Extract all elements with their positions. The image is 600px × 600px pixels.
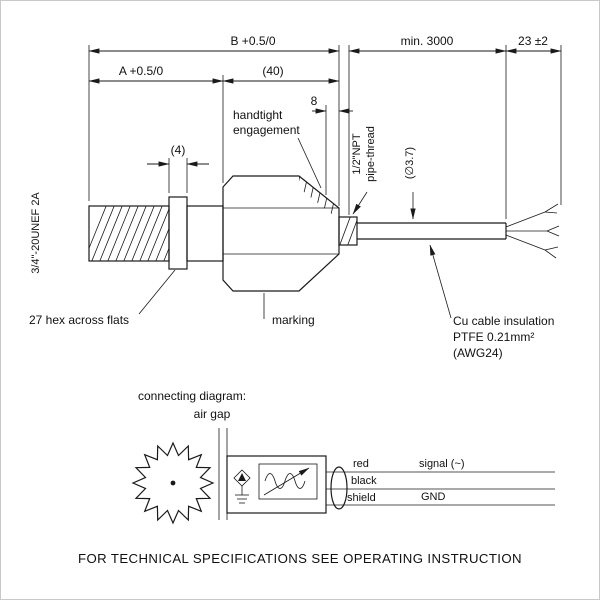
sensor-element-mark	[238, 473, 246, 481]
cable-insulation-label-line3: (AWG24)	[453, 346, 503, 360]
dim-a-label: A +0.5/0	[119, 64, 164, 78]
threaded-section	[88, 205, 170, 262]
gear-center-mark	[170, 480, 176, 486]
connecting-diagram	[131, 428, 555, 525]
dim-4-label: (4)	[171, 143, 186, 157]
npt-thread-label-line2: pipe-thread	[365, 126, 377, 182]
signal-label: signal (~)	[419, 458, 465, 470]
cable	[357, 203, 560, 259]
connecting-diagram-title: connecting diagram:	[138, 389, 246, 403]
gear-wheel	[131, 441, 215, 525]
leader-lines	[138, 137, 452, 319]
ground-symbol	[235, 486, 249, 504]
dim-23-label: 23 ±2	[518, 34, 548, 48]
cable-diameter-label: (∅3.7)	[404, 147, 416, 179]
thread-hatching	[89, 206, 169, 261]
dim-8-label: 8	[311, 94, 318, 108]
hex-jam-nut	[168, 196, 188, 270]
sensor-electronics-box	[226, 455, 327, 514]
cable-insulation-label-line2: PTFE 0.21mm²	[453, 330, 534, 344]
wire-red-label: red	[353, 458, 369, 470]
extension-lines	[88, 45, 562, 219]
hex-flats-label: 27 hex across flats	[29, 313, 129, 327]
npt-thread-hatching	[299, 176, 339, 220]
sine-wave-symbol	[264, 473, 306, 489]
cable-cross-section	[330, 466, 348, 510]
dim-min3000-label: min. 3000	[401, 34, 454, 48]
oscillator-block	[258, 463, 318, 500]
wire-black-label: black	[351, 475, 377, 487]
npt-thread-label-line1: 1/2"NPT	[351, 133, 363, 174]
sensor-body	[88, 175, 358, 292]
dimension-lines	[88, 48, 562, 167]
hex-housing	[222, 175, 340, 292]
handtight-label-line1: handtight	[233, 108, 283, 122]
stripped-wires	[505, 203, 560, 259]
adjust-arrow	[263, 467, 310, 496]
dim-40-label: (40)	[262, 64, 283, 78]
dim-b-label: B +0.5/0	[230, 34, 275, 48]
handtight-label-line2: engagement	[233, 123, 300, 137]
gnd-label: GND	[421, 491, 446, 503]
footer-note: FOR TECHNICAL SPECIFICATIONS SEE OPERATI…	[78, 551, 522, 566]
wire-shield-label: shield	[347, 492, 376, 504]
stub-hatching	[339, 217, 357, 245]
air-gap-label: air gap	[194, 407, 231, 421]
marking-label: marking	[272, 313, 315, 327]
collar-section	[186, 205, 224, 262]
cable-insulation-label-line1: Cu cable insulation	[453, 314, 554, 328]
unef-thread-label: 3/4"-20UNEF 2A	[30, 192, 42, 274]
